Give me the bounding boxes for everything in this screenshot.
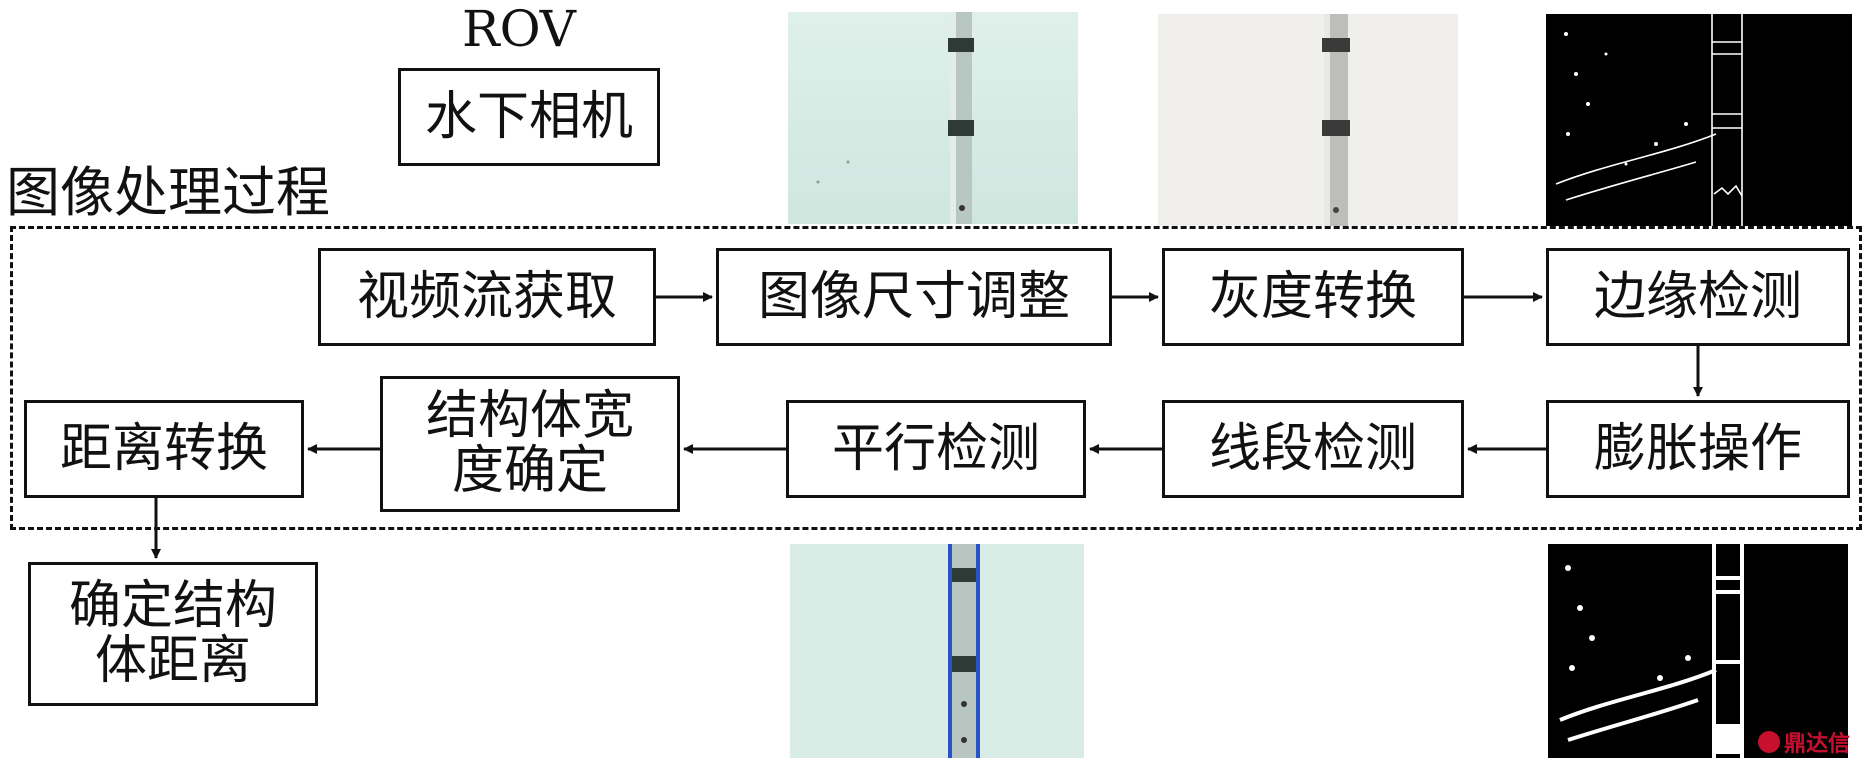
edge-image: [1546, 14, 1852, 226]
image-resize-label: 图像尺寸调整: [757, 266, 1070, 327]
image-processing-label: 图像处理过程: [6, 161, 330, 224]
processing-frame: [10, 226, 1862, 530]
line-overlay-image: [790, 544, 1084, 758]
edge-detect-box: 边缘检测: [1546, 248, 1850, 346]
grayscale-image: [1158, 14, 1458, 226]
final-distance-line2: 体距离: [94, 631, 251, 691]
width-determine-line1: 结构体宽: [425, 386, 634, 447]
dilate-label: 膨胀操作: [1593, 418, 1802, 479]
edge-detect-label: 边缘检测: [1593, 266, 1802, 327]
dilate-box: 膨胀操作: [1546, 400, 1850, 498]
segment-detect-label: 线段检测: [1208, 418, 1417, 479]
final-distance-box: 确定结构 体距离: [28, 562, 318, 706]
dilated-image: [1548, 544, 1848, 758]
width-determine-line2: 度确定: [451, 441, 608, 501]
underwater-camera-label: 水下相机: [424, 86, 633, 147]
rov-label: ROV: [462, 0, 576, 58]
watermark-label: 鼎达信: [1784, 732, 1851, 757]
segment-detect-box: 线段检测: [1162, 400, 1464, 498]
underwater-camera-box: 水下相机: [398, 68, 660, 166]
distance-convert-box: 距离转换: [24, 400, 304, 498]
gray-convert-label: 灰度转换: [1208, 266, 1417, 327]
final-distance-line1: 确定结构: [68, 576, 277, 637]
parallel-detect-label: 平行检测: [831, 418, 1040, 479]
video-stream-box: 视频流获取: [318, 248, 656, 346]
ddx-logo-icon: [1758, 731, 1780, 753]
distance-convert-label: 距离转换: [59, 418, 268, 479]
video-stream-label: 视频流获取: [356, 266, 617, 327]
original-image: [788, 12, 1078, 224]
gray-convert-box: 灰度转换: [1162, 248, 1464, 346]
image-resize-box: 图像尺寸调整: [716, 248, 1112, 346]
parallel-detect-box: 平行检测: [786, 400, 1086, 498]
watermark: 鼎达信: [1758, 726, 1850, 758]
width-determine-box: 结构体宽 度确定: [380, 376, 680, 512]
